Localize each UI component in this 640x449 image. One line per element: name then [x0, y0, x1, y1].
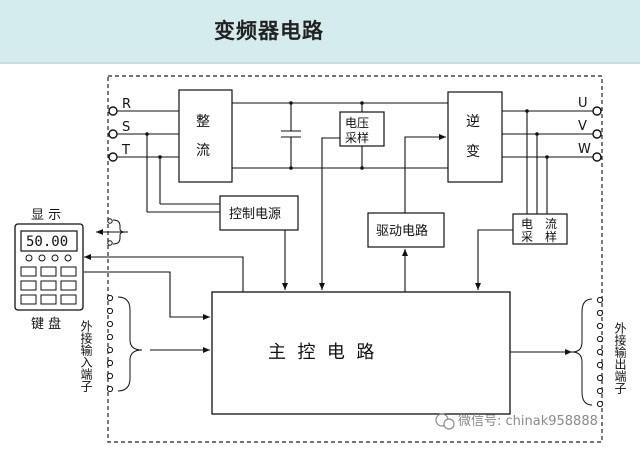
drive-circuit-block	[367, 212, 445, 248]
dc-bus-junctions	[289, 101, 364, 170]
dc-bus	[232, 102, 448, 169]
fault-output-terminals	[107, 218, 113, 246]
external-output-terminals	[596, 296, 604, 408]
terminal-w	[592, 152, 602, 162]
control-power-feeds	[146, 134, 220, 213]
output-terminals: U V W	[578, 96, 602, 162]
rectifier-label-1: 整	[196, 114, 210, 130]
terminal-v	[592, 129, 602, 139]
control-power-block	[219, 195, 299, 231]
inverter-label-2: 变	[466, 144, 480, 160]
terminal-label-t: T	[121, 143, 130, 158]
watermark-text: 微信号: chinak958888	[458, 414, 598, 429]
terminal-label-w: W	[578, 142, 591, 157]
terminal-r	[108, 106, 118, 116]
signal-lines	[84, 134, 572, 355]
control-power-label: 控制电源	[229, 207, 281, 222]
current-sample-label-2: 流	[545, 217, 557, 231]
external-input-brace	[117, 296, 143, 392]
external-output-label: 外接输出端子	[613, 322, 627, 394]
keypad-keys	[20, 266, 77, 305]
display-readout: 50.00	[26, 234, 68, 250]
inverter-label-1: 逆	[466, 114, 480, 130]
page-title: 变频器电路	[214, 19, 324, 43]
voltage-sample-label-1: 电压	[345, 116, 369, 130]
current-sample-label-3: 采	[521, 230, 533, 244]
current-sample-block	[512, 213, 568, 245]
keyboard-label: 键 盘	[31, 316, 61, 332]
watermark: 微信号: chinak958888	[435, 413, 598, 430]
display-screen	[20, 230, 78, 252]
terminal-label-u: U	[578, 96, 588, 111]
voltage-sample-block	[339, 111, 385, 147]
voltage-sample-label-2: 采样	[345, 130, 369, 145]
input-terminals: R S T	[108, 97, 131, 162]
terminal-u	[592, 106, 602, 116]
inverter-block	[447, 91, 503, 183]
output-junctions	[525, 109, 549, 159]
output-wires	[502, 110, 593, 214]
main-control-label: 主 控 电 路	[268, 342, 374, 363]
drive-circuit-label: 驱动电路	[376, 223, 428, 239]
terminal-label-v: V	[578, 119, 587, 134]
enclosure-dashed-border	[107, 75, 603, 443]
external-input-label: 外接输入端子	[79, 320, 93, 392]
current-sample-label-1: 电	[521, 217, 533, 231]
terminal-s	[108, 129, 118, 139]
title-banner: 变频器电路	[0, 0, 640, 64]
display-label: 显 示	[31, 208, 61, 223]
keypad-leds	[25, 254, 72, 262]
rectifier-block	[178, 89, 233, 183]
terminal-label-s: S	[122, 120, 130, 135]
main-control-block	[211, 291, 511, 415]
terminal-label-r: R	[122, 97, 131, 112]
fault-output-brace	[112, 219, 126, 245]
terminal-t	[108, 152, 118, 162]
current-sample-label-4: 样	[545, 229, 557, 244]
control-power-feed-junctions	[145, 132, 162, 159]
external-input-terminals	[106, 294, 114, 393]
rectifier-label-2: 流	[196, 143, 210, 159]
external-output-brace	[571, 298, 593, 406]
